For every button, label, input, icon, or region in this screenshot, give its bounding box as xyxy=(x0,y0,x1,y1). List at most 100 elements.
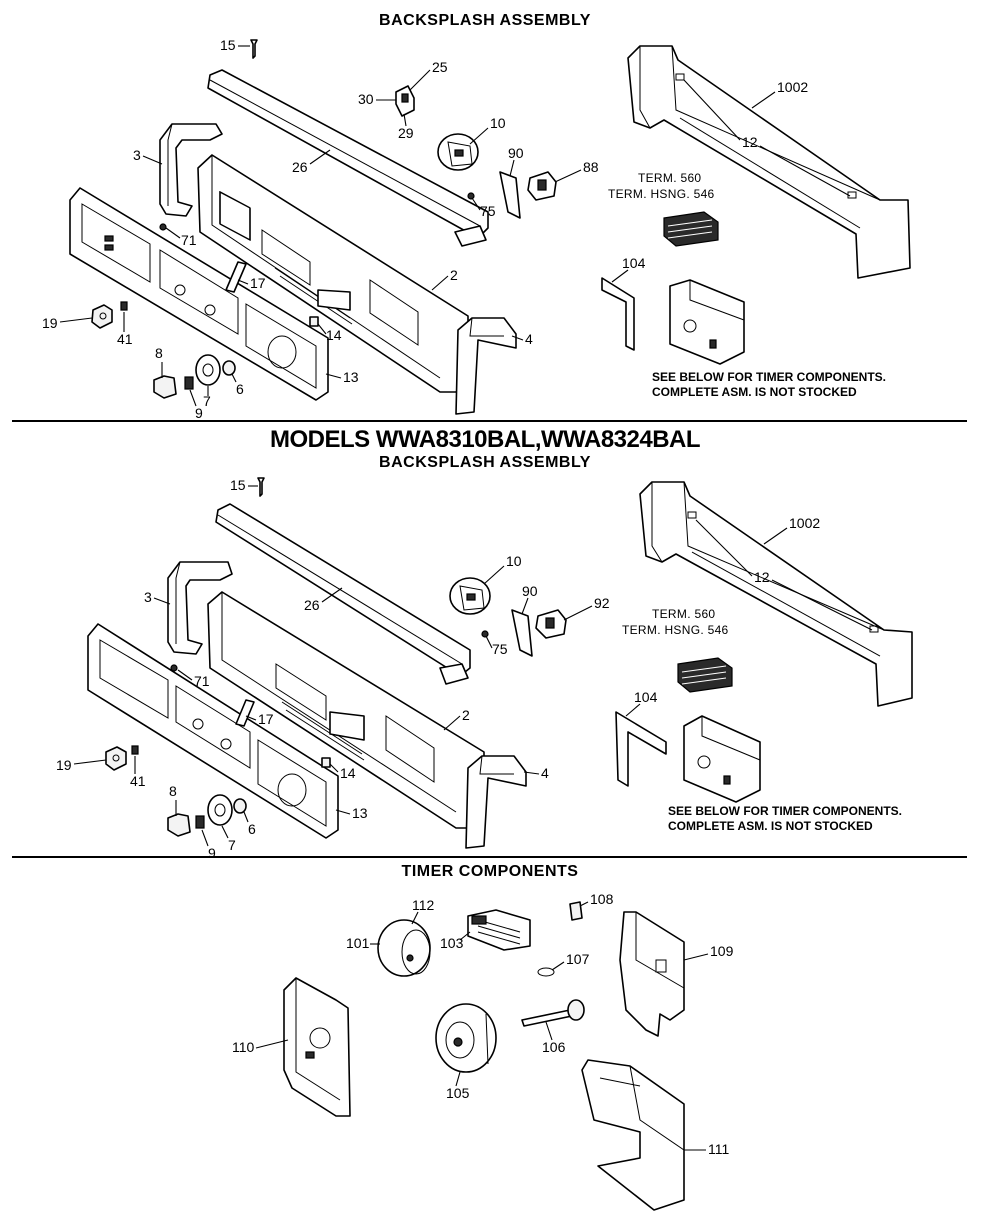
section-divider xyxy=(12,856,967,858)
term-label: TERM. 560 xyxy=(638,171,701,185)
mid-callouts: 15 10 90 92 75 26 3 71 2 17 19 41 14 4 1… xyxy=(56,477,873,861)
mounting-bracket xyxy=(639,481,913,707)
callout-107: 107 xyxy=(566,951,590,967)
callout-26: 26 xyxy=(292,159,308,175)
callout-75: 75 xyxy=(492,641,508,657)
dial-cap-part xyxy=(233,798,247,814)
note-line: SEE BELOW FOR TIMER COMPONENTS. xyxy=(652,370,887,384)
timer-note-top: SEE BELOW FOR TIMER COMPONENTS. COMPLETE… xyxy=(652,370,886,400)
switch-bracket-part xyxy=(395,85,415,117)
callout-8: 8 xyxy=(169,783,177,799)
callout-9: 9 xyxy=(208,845,216,861)
switch-plate-part xyxy=(499,171,521,219)
mid-section-title: BACKSPLASH ASSEMBLY xyxy=(379,454,591,471)
callout-25: 25 xyxy=(432,59,448,75)
callout-14: 14 xyxy=(340,765,356,781)
callout-103: 103 xyxy=(440,935,464,951)
note-line: COMPLETE ASM. IS NOT STOCKED xyxy=(668,819,873,833)
note-line: COMPLETE ASM. IS NOT STOCKED xyxy=(652,385,857,399)
timer-bracket-part xyxy=(615,711,667,787)
note-line: SEE BELOW FOR TIMER COMPONENTS. xyxy=(668,804,903,818)
timer-cam-wheel xyxy=(435,1003,497,1073)
callout-88: 88 xyxy=(583,159,599,175)
callout-4: 4 xyxy=(525,331,533,347)
selector-knob-part xyxy=(153,375,177,399)
callout-109: 109 xyxy=(710,943,734,959)
lever-part xyxy=(225,261,247,293)
timer-clip xyxy=(569,901,583,921)
term-label: TERM. 560 xyxy=(652,607,715,621)
selector-knob-part xyxy=(167,813,191,837)
right-end-cap xyxy=(465,755,527,849)
backsplash-top-cap xyxy=(207,69,489,247)
screw-part xyxy=(170,664,178,672)
callout-12: 12 xyxy=(742,134,758,150)
rocker-switch-part xyxy=(535,609,567,639)
screw-part xyxy=(481,630,489,638)
top-section-title: BACKSPLASH ASSEMBLY xyxy=(379,12,591,29)
timer-callouts: 112 101 103 108 107 109 110 106 105 111 xyxy=(232,891,734,1157)
callout-75: 75 xyxy=(480,203,496,219)
callout-90: 90 xyxy=(522,583,538,599)
callout-19: 19 xyxy=(42,315,58,331)
clip-part xyxy=(131,745,139,755)
knob-insert-part xyxy=(184,376,194,390)
lever-part xyxy=(235,699,255,727)
timer-connector xyxy=(467,909,531,951)
callout-90: 90 xyxy=(508,145,524,161)
callout-15: 15 xyxy=(220,37,236,53)
callout-4: 4 xyxy=(541,765,549,781)
screw-part xyxy=(159,223,167,231)
callout-9: 9 xyxy=(195,405,203,421)
callout-110: 110 xyxy=(232,1039,255,1055)
callout-17: 17 xyxy=(258,711,274,727)
section-divider xyxy=(12,420,967,422)
timer-section-title: TIMER COMPONENTS xyxy=(401,863,579,880)
callout-29: 29 xyxy=(398,125,414,141)
timer-dial-part xyxy=(195,354,221,386)
timer-motor xyxy=(377,919,431,977)
callout-6: 6 xyxy=(248,821,256,837)
left-end-cap xyxy=(167,561,233,655)
screw-part xyxy=(248,477,265,497)
callout-2: 2 xyxy=(462,707,470,723)
clip-part xyxy=(120,301,128,311)
term-housing-label: TERM. HSNG. 546 xyxy=(608,187,715,201)
callout-14: 14 xyxy=(326,327,342,343)
callout-19: 19 xyxy=(56,757,72,773)
callout-104: 104 xyxy=(634,689,658,705)
timer-shaft xyxy=(521,999,585,1027)
callout-111: 111 xyxy=(708,1141,729,1157)
top-backsplash-assembly xyxy=(69,39,911,415)
callout-12: 12 xyxy=(754,569,770,585)
callout-92: 92 xyxy=(594,595,610,611)
terminal-housing xyxy=(677,657,733,693)
knob-insert-part xyxy=(195,815,205,829)
small-bracket-part xyxy=(309,316,319,327)
timer-dial-part xyxy=(207,794,233,826)
timer-note-mid: SEE BELOW FOR TIMER COMPONENTS. COMPLETE… xyxy=(668,804,902,834)
callout-30: 30 xyxy=(358,91,374,107)
callout-108: 108 xyxy=(590,891,614,907)
callout-104: 104 xyxy=(622,255,646,271)
models-title: MODELS WWA8310BAL,WWA8324BAL xyxy=(269,426,701,453)
callout-106: 106 xyxy=(542,1039,566,1055)
timer-components xyxy=(283,901,685,1211)
callout-13: 13 xyxy=(343,369,359,385)
callout-3: 3 xyxy=(144,589,152,605)
left-end-cap xyxy=(159,123,223,217)
callout-101: 101 xyxy=(346,935,370,951)
callout-10: 10 xyxy=(490,115,506,131)
callout-13: 13 xyxy=(352,805,368,821)
callout-17: 17 xyxy=(250,275,266,291)
callout-41: 41 xyxy=(117,331,133,347)
screw-part xyxy=(467,192,475,200)
term-housing-label: TERM. HSNG. 546 xyxy=(622,623,729,637)
callout-7: 7 xyxy=(228,837,236,853)
mid-backsplash-assembly xyxy=(87,477,913,849)
callout-41: 41 xyxy=(130,773,146,789)
backsplash-top-cap xyxy=(215,503,471,685)
right-end-cap xyxy=(455,317,517,415)
timer-cover xyxy=(581,1059,685,1211)
callout-6: 6 xyxy=(236,381,244,397)
